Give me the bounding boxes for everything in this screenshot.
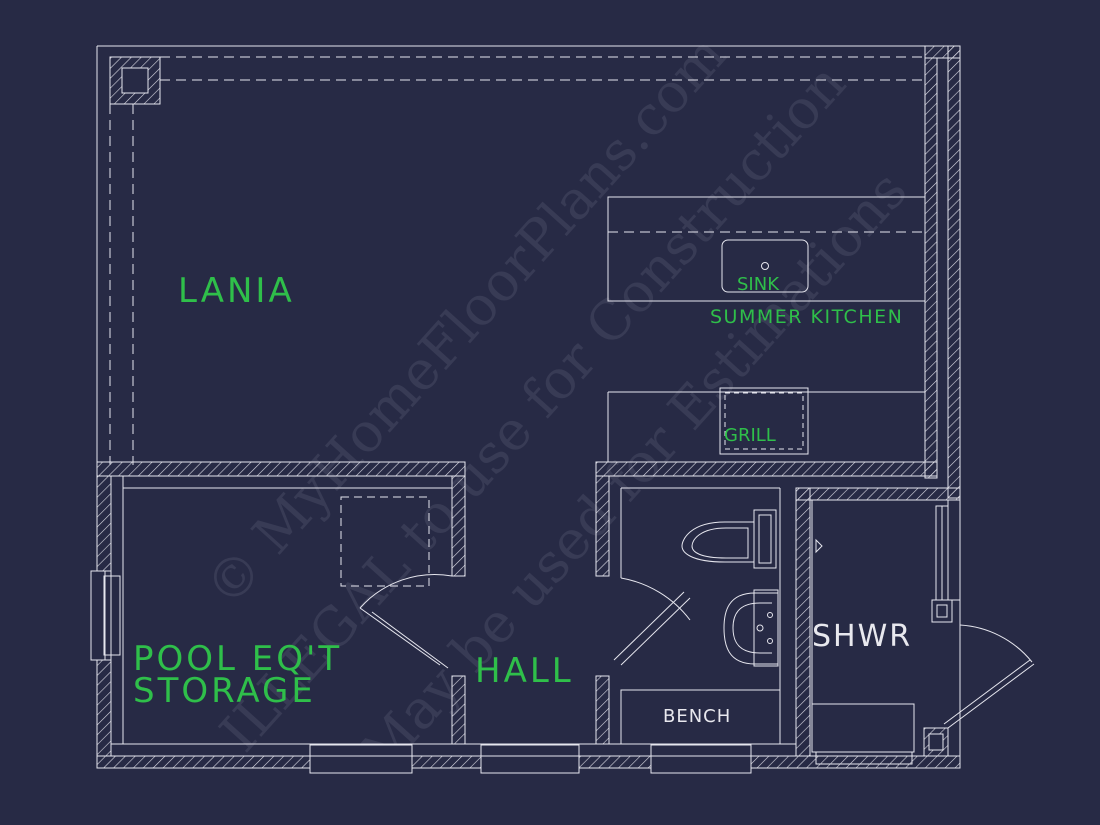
wall-bath-left-lower	[595, 675, 610, 745]
grill-counter	[607, 391, 925, 462]
window-left	[90, 570, 106, 661]
window-left-sill	[103, 575, 121, 656]
toilet-tank	[753, 509, 777, 569]
room-label-hall: HALL	[475, 651, 574, 691]
window-bottom-2	[480, 744, 580, 774]
lavatory-basin	[723, 592, 778, 665]
grill-outer	[719, 387, 809, 455]
storage-door-leaf	[359, 607, 441, 666]
corner-column-core	[121, 67, 149, 94]
wall-left-lower	[96, 659, 112, 757]
corner-column	[109, 56, 161, 105]
room-label-summer-kitchen: SUMMER KITCHEN	[710, 306, 903, 328]
kitchen-counter	[607, 196, 926, 302]
wall-right-outer	[947, 45, 961, 499]
window-bottom-3	[650, 744, 752, 774]
shower-door-leaf	[943, 659, 1031, 725]
wall-storage-right-upper	[451, 475, 466, 577]
window-bottom-1	[309, 744, 413, 774]
room-label-pool-line-2: STORAGE	[133, 671, 316, 711]
room-label-shower: SHWR	[812, 619, 912, 654]
shower-door-swing	[959, 624, 1033, 663]
linework	[90, 45, 1035, 774]
wall-storage-right-lower	[451, 675, 466, 745]
lavatory-counter	[753, 589, 779, 667]
label-sink: SINK	[737, 274, 780, 295]
shower-bench	[811, 703, 915, 753]
bath-door-leaf	[620, 597, 691, 666]
sink-basin	[721, 239, 809, 293]
sink-drain	[761, 262, 769, 270]
room-label-pool-line-1: POOL EQ'T	[133, 639, 342, 679]
storage-door-swing	[359, 574, 453, 609]
room-label-lania: LANIA	[178, 271, 295, 311]
shower-column	[931, 599, 953, 623]
shower-head	[815, 538, 823, 554]
label-grill: GRILL	[724, 425, 776, 446]
wall-bath-left-upper	[595, 475, 610, 577]
grill-inner	[724, 392, 804, 450]
wall-bath-right	[795, 487, 811, 757]
wall-storage-top	[96, 461, 466, 477]
pool-equipment-outline	[340, 496, 430, 587]
bath-door-swing	[620, 577, 691, 621]
wall-bath-top	[595, 461, 938, 477]
wall-shower-top	[795, 487, 961, 501]
wall-left-upper	[96, 475, 112, 572]
wall-right-inner	[924, 57, 938, 479]
toilet-bowl	[681, 521, 755, 563]
label-bench: BENCH	[663, 706, 731, 727]
